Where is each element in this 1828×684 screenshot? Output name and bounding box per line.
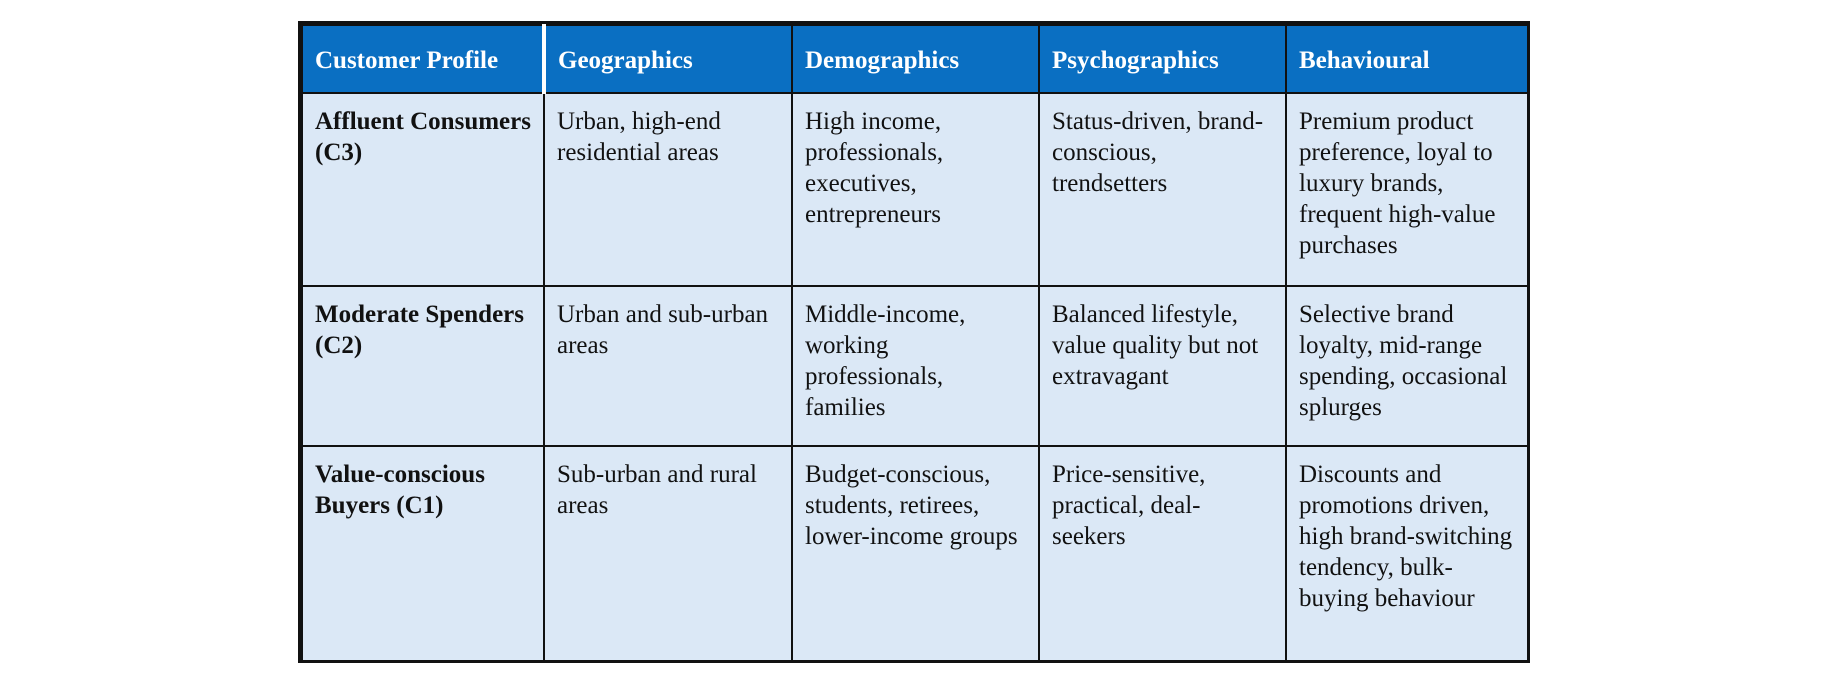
psychographics-cell: Balanced lifestyle, value quality but no… bbox=[1038, 285, 1287, 447]
behavioural-cell: Selective brand loyalty, mid-range spend… bbox=[1285, 285, 1529, 447]
header-customer-profile: Customer Profile bbox=[301, 24, 546, 94]
table-row: Affluent Consumers (C3) Urban, high-end … bbox=[301, 92, 1529, 287]
profile-cell: Value-conscious Buyers (C1) bbox=[301, 445, 545, 662]
demographics-cell: Budget-conscious, students, retirees, lo… bbox=[791, 445, 1040, 662]
header-demographics: Demographics bbox=[791, 24, 1040, 94]
header-psychographics: Psychographics bbox=[1038, 24, 1287, 94]
table-header-row: Customer Profile Geographics Demographic… bbox=[301, 24, 1529, 94]
header-behavioural: Behavioural bbox=[1285, 24, 1529, 94]
customer-segmentation-table: Customer Profile Geographics Demographic… bbox=[298, 21, 1530, 663]
profile-cell: Affluent Consumers (C3) bbox=[301, 92, 545, 287]
behavioural-cell: Premium product preference, loyal to lux… bbox=[1285, 92, 1529, 287]
geographics-cell: Urban and sub-urban areas bbox=[543, 285, 793, 447]
header-geographics: Geographics bbox=[543, 24, 793, 94]
behavioural-cell: Discounts and promotions driven, high br… bbox=[1285, 445, 1529, 662]
table-row: Moderate Spenders (C2) Urban and sub-urb… bbox=[301, 285, 1529, 447]
geographics-cell: Urban, high-end residential areas bbox=[543, 92, 793, 287]
psychographics-cell: Price-sensitive, practical, deal-seekers bbox=[1038, 445, 1287, 662]
profile-cell: Moderate Spenders (C2) bbox=[301, 285, 545, 447]
psychographics-cell: Status-driven, brand-conscious, trendset… bbox=[1038, 92, 1287, 287]
demographics-cell: Middle-income, working professionals, fa… bbox=[791, 285, 1040, 447]
demographics-cell: High income, professionals, executives, … bbox=[791, 92, 1040, 287]
geographics-cell: Sub-urban and rural areas bbox=[543, 445, 793, 662]
table-row: Value-conscious Buyers (C1) Sub-urban an… bbox=[301, 445, 1529, 662]
segmentation-grid: Customer Profile Geographics Demographic… bbox=[301, 24, 1529, 662]
